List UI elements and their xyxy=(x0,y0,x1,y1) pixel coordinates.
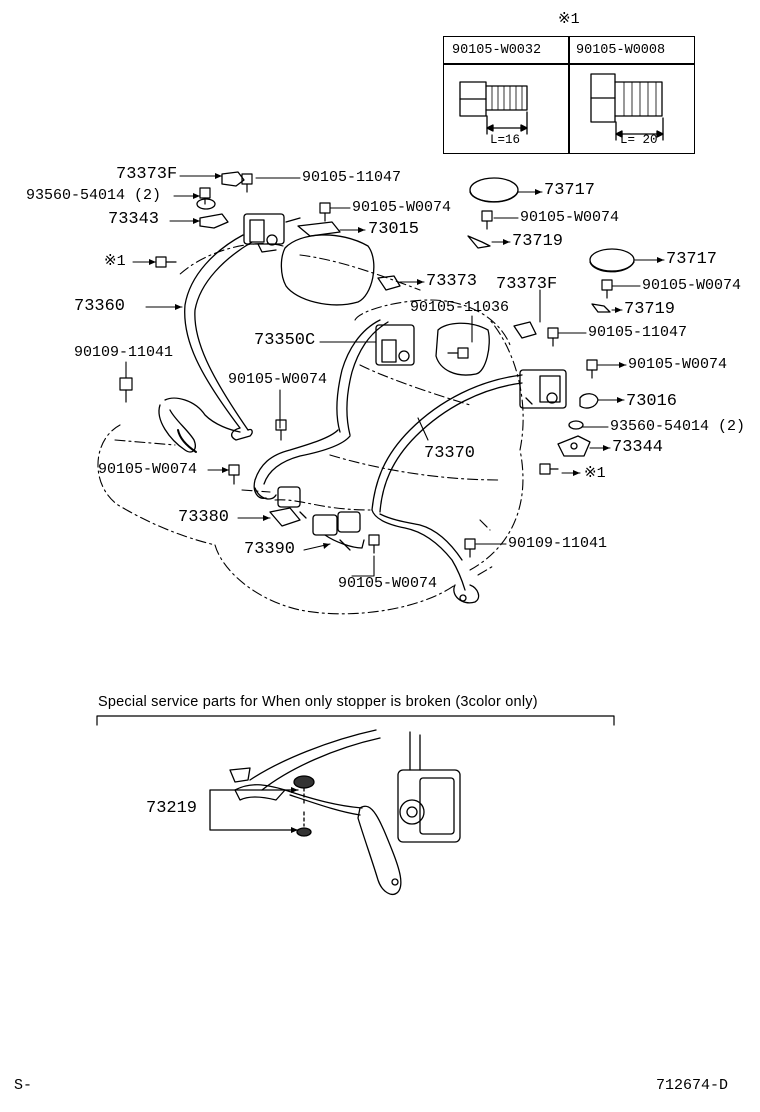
label-73373: 73373 xyxy=(426,272,478,291)
label-90105-W0074-left-lower: 90105-W0074 xyxy=(98,461,198,478)
belt-73350C xyxy=(253,319,415,500)
table-col2-length: L= 20 xyxy=(620,133,658,147)
label-73370: 73370 xyxy=(424,444,476,463)
label-73360: 73360 xyxy=(74,297,126,316)
label-73343: 73343 xyxy=(108,210,160,229)
table-col2-part: 90105-W0008 xyxy=(576,43,666,58)
washer-93560-a xyxy=(196,198,216,210)
part-73343 xyxy=(199,213,229,229)
label-73380: 73380 xyxy=(178,508,230,527)
footer-left-code: S- xyxy=(14,1077,33,1094)
buckle-73390 xyxy=(312,511,365,551)
headrest-right xyxy=(435,322,490,376)
part-73016 xyxy=(579,393,599,409)
label-73373F-left: 73373F xyxy=(116,165,178,184)
buckle-73380 xyxy=(269,486,307,527)
table-divider-vertical xyxy=(568,37,570,153)
label-93560-54014-right: 93560-54014 (2) xyxy=(610,418,746,435)
belt-73360 xyxy=(158,234,253,453)
fastener-length-table: 90105-W0032 90105-W0008 L=16 L= 20 xyxy=(443,36,695,154)
table-divider-horizontal xyxy=(444,63,694,65)
leader-arrowheads xyxy=(149,173,664,549)
stopper-detail-drawing xyxy=(209,729,461,895)
label-mark1-right: ※1 xyxy=(584,465,606,482)
label-mark1-left: ※1 xyxy=(104,253,126,270)
label-73344: 73344 xyxy=(612,438,664,457)
label-73390: 73390 xyxy=(244,540,296,559)
part-73015 xyxy=(297,221,341,237)
label-90105-11036: 90105-11036 xyxy=(410,299,510,316)
table-col1-length: L=16 xyxy=(490,133,521,147)
label-73350C: 73350C xyxy=(254,331,316,350)
label-90105-W0074-center: 90105-W0074 xyxy=(228,371,328,388)
retractor-left xyxy=(243,213,301,253)
label-73719-right: 73719 xyxy=(624,300,676,319)
label-73015: 73015 xyxy=(368,220,420,239)
label-90109-11041-right: 90109-11041 xyxy=(508,535,608,552)
label-73719-top: 73719 xyxy=(512,232,564,251)
label-90105-11047-right: 90105-11047 xyxy=(588,324,688,341)
label-90105-11047-left: 90105-11047 xyxy=(302,169,402,186)
table-mark: ※1 xyxy=(558,11,580,28)
label-93560-54014-left: 93560-54014 (2) xyxy=(26,187,162,204)
label-90109-11041-left: 90109-11041 xyxy=(74,344,174,361)
washer-93560-b xyxy=(568,420,584,430)
label-90105-W0074-bottom: 90105-W0074 xyxy=(338,575,438,592)
label-73717-top: 73717 xyxy=(544,181,596,200)
label-73373F-right: 73373F xyxy=(496,275,558,294)
part-73373F-a xyxy=(221,171,245,187)
headrest-left xyxy=(280,234,375,306)
part-73373 xyxy=(377,275,401,291)
label-73016: 73016 xyxy=(626,392,678,411)
special-service-note: Special service parts for When only stop… xyxy=(98,694,538,710)
table-col1-part: 90105-W0032 xyxy=(452,43,542,58)
table-bolt-2 xyxy=(590,73,664,141)
part-73344 xyxy=(557,435,591,457)
part-73719-a xyxy=(467,235,491,249)
part-73719-b xyxy=(591,303,611,313)
part-73373F-b xyxy=(513,321,537,339)
bolt-heads xyxy=(119,173,613,558)
label-73219: 73219 xyxy=(146,799,198,818)
label-90105-W0074-mid: 90105-W0074 xyxy=(520,209,620,226)
label-90105-W0074-right: 90105-W0074 xyxy=(642,277,742,294)
label-90105-W0074-right2: 90105-W0074 xyxy=(628,356,728,373)
footer-diagram-number: 712674-D xyxy=(656,1077,729,1094)
retractor-right xyxy=(519,369,567,409)
label-73717-right: 73717 xyxy=(666,250,718,269)
seat-cushion-outline xyxy=(97,243,524,615)
special-note-bracket xyxy=(96,715,615,726)
label-90105-W0074-top: 90105-W0074 xyxy=(352,199,452,216)
belt-73370 xyxy=(371,374,523,604)
table-bolt-1 xyxy=(459,81,528,135)
